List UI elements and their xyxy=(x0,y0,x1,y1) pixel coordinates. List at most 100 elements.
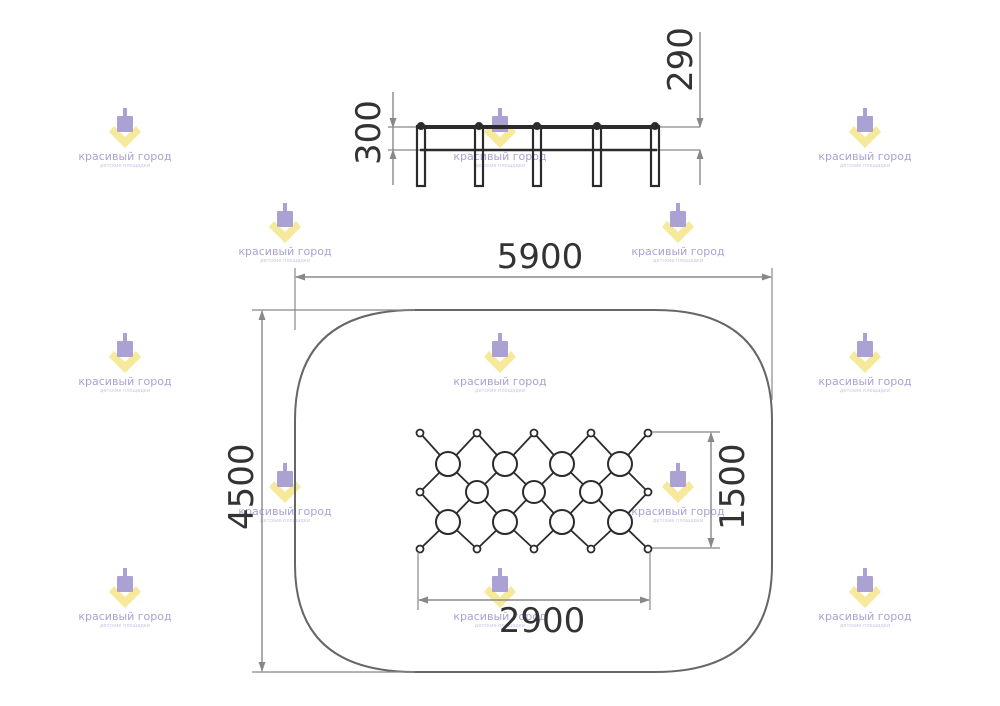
net-ring-large xyxy=(607,451,633,477)
net-ring xyxy=(579,480,603,504)
watermark-text: красивый город xyxy=(78,610,172,623)
watermark-heart-shape xyxy=(109,586,141,608)
posts xyxy=(415,122,661,188)
dim-label-net-height: 1500 xyxy=(713,443,753,530)
watermark-subtext: детские площадки xyxy=(100,388,150,394)
net-ring-large xyxy=(607,509,633,535)
net-ring-large xyxy=(549,451,575,477)
watermark-castle-tower xyxy=(283,463,287,472)
watermark-subtext: детские площадки xyxy=(653,518,703,524)
net-anchor-node xyxy=(643,487,653,497)
watermark-castle-tower xyxy=(123,333,127,342)
watermark-text: красивый город xyxy=(453,610,547,623)
watermark-subtext: детские площадки xyxy=(840,163,890,169)
net-anchor-node xyxy=(529,544,539,554)
post-cap xyxy=(533,122,541,130)
watermark-heart-shape xyxy=(662,221,694,243)
watermark-castle-shape xyxy=(857,576,873,592)
watermark-text: красивый город xyxy=(818,610,912,623)
watermark-castle-tower xyxy=(123,108,127,117)
post xyxy=(415,124,427,188)
watermark-heart-shape xyxy=(484,126,516,148)
watermark-subtext: детские площадки xyxy=(100,163,150,169)
watermark-castle-shape xyxy=(277,211,293,227)
watermark-text: красивый город xyxy=(631,245,725,258)
net-anchor-node xyxy=(472,428,482,438)
watermark-castle-shape xyxy=(117,341,133,357)
plan-view: 5900 4500 1500 2900 xyxy=(222,237,773,673)
watermark-subtext: детские площадки xyxy=(260,258,310,264)
post xyxy=(649,124,661,188)
dim-label-side-height: 300 xyxy=(349,100,389,165)
watermark-subtext: детские площадки xyxy=(100,623,150,629)
watermark-heart-shape xyxy=(662,481,694,503)
watermark-castle-tower xyxy=(123,568,127,577)
post-cap xyxy=(593,122,601,130)
net-ring xyxy=(522,480,546,504)
post xyxy=(591,124,603,188)
watermark-text: красивый город xyxy=(818,375,912,388)
net-anchor-node xyxy=(586,544,596,554)
dim-label-overall-depth: 4500 xyxy=(222,443,262,530)
watermark-castle-shape xyxy=(277,471,293,487)
net-anchor-node xyxy=(643,428,653,438)
watermark-heart-shape xyxy=(109,351,141,373)
watermark-subtext: детские площадки xyxy=(475,163,525,169)
watermark-castle-tower xyxy=(863,333,867,342)
watermark-text: красивый город xyxy=(238,245,332,258)
watermark-castle-tower xyxy=(863,568,867,577)
dim-label-top-height: 290 xyxy=(661,27,701,92)
watermark-heart-shape xyxy=(269,221,301,243)
watermark-castle-tower xyxy=(676,203,680,212)
watermark-heart-shape xyxy=(109,126,141,148)
net-anchor-node xyxy=(415,544,425,554)
watermark-subtext: детские площадки xyxy=(653,258,703,264)
watermark-heart-shape xyxy=(849,126,881,148)
safety-zone-outline xyxy=(294,309,773,673)
post-cap xyxy=(417,122,425,130)
watermark-text: красивый город xyxy=(78,150,172,163)
watermark-subtext: детские площадки xyxy=(840,623,890,629)
net-anchor-node xyxy=(643,544,653,554)
watermark-castle-shape xyxy=(492,341,508,357)
watermark-castle-tower xyxy=(498,333,502,342)
net-anchor-node xyxy=(586,428,596,438)
net-anchor-node xyxy=(472,544,482,554)
watermark-text: красивый город xyxy=(453,375,547,388)
watermark-text: красивый город xyxy=(631,505,725,518)
post-cap xyxy=(651,122,659,130)
watermark-castle-shape xyxy=(670,471,686,487)
net-ring xyxy=(465,480,489,504)
net-anchor-node xyxy=(529,428,539,438)
watermark-castle-shape xyxy=(492,576,508,592)
watermark-castle-tower xyxy=(863,108,867,117)
watermark-text: красивый город xyxy=(78,375,172,388)
watermark-castle-shape xyxy=(857,341,873,357)
watermark-heart-shape xyxy=(484,351,516,373)
dim-label-overall-width: 5900 xyxy=(497,237,584,277)
watermark-castle-tower xyxy=(676,463,680,472)
net-ring-large xyxy=(549,509,575,535)
watermark-castle-shape xyxy=(670,211,686,227)
watermark-heart-shape xyxy=(849,351,881,373)
watermark-castle-shape xyxy=(857,116,873,132)
net-anchor-node xyxy=(415,487,425,497)
elevation-view: 300 290 xyxy=(349,27,704,188)
watermark-subtext: детские площадки xyxy=(840,388,890,394)
watermark-subtext: детские площадки xyxy=(260,518,310,524)
net-ring-large xyxy=(435,509,461,535)
